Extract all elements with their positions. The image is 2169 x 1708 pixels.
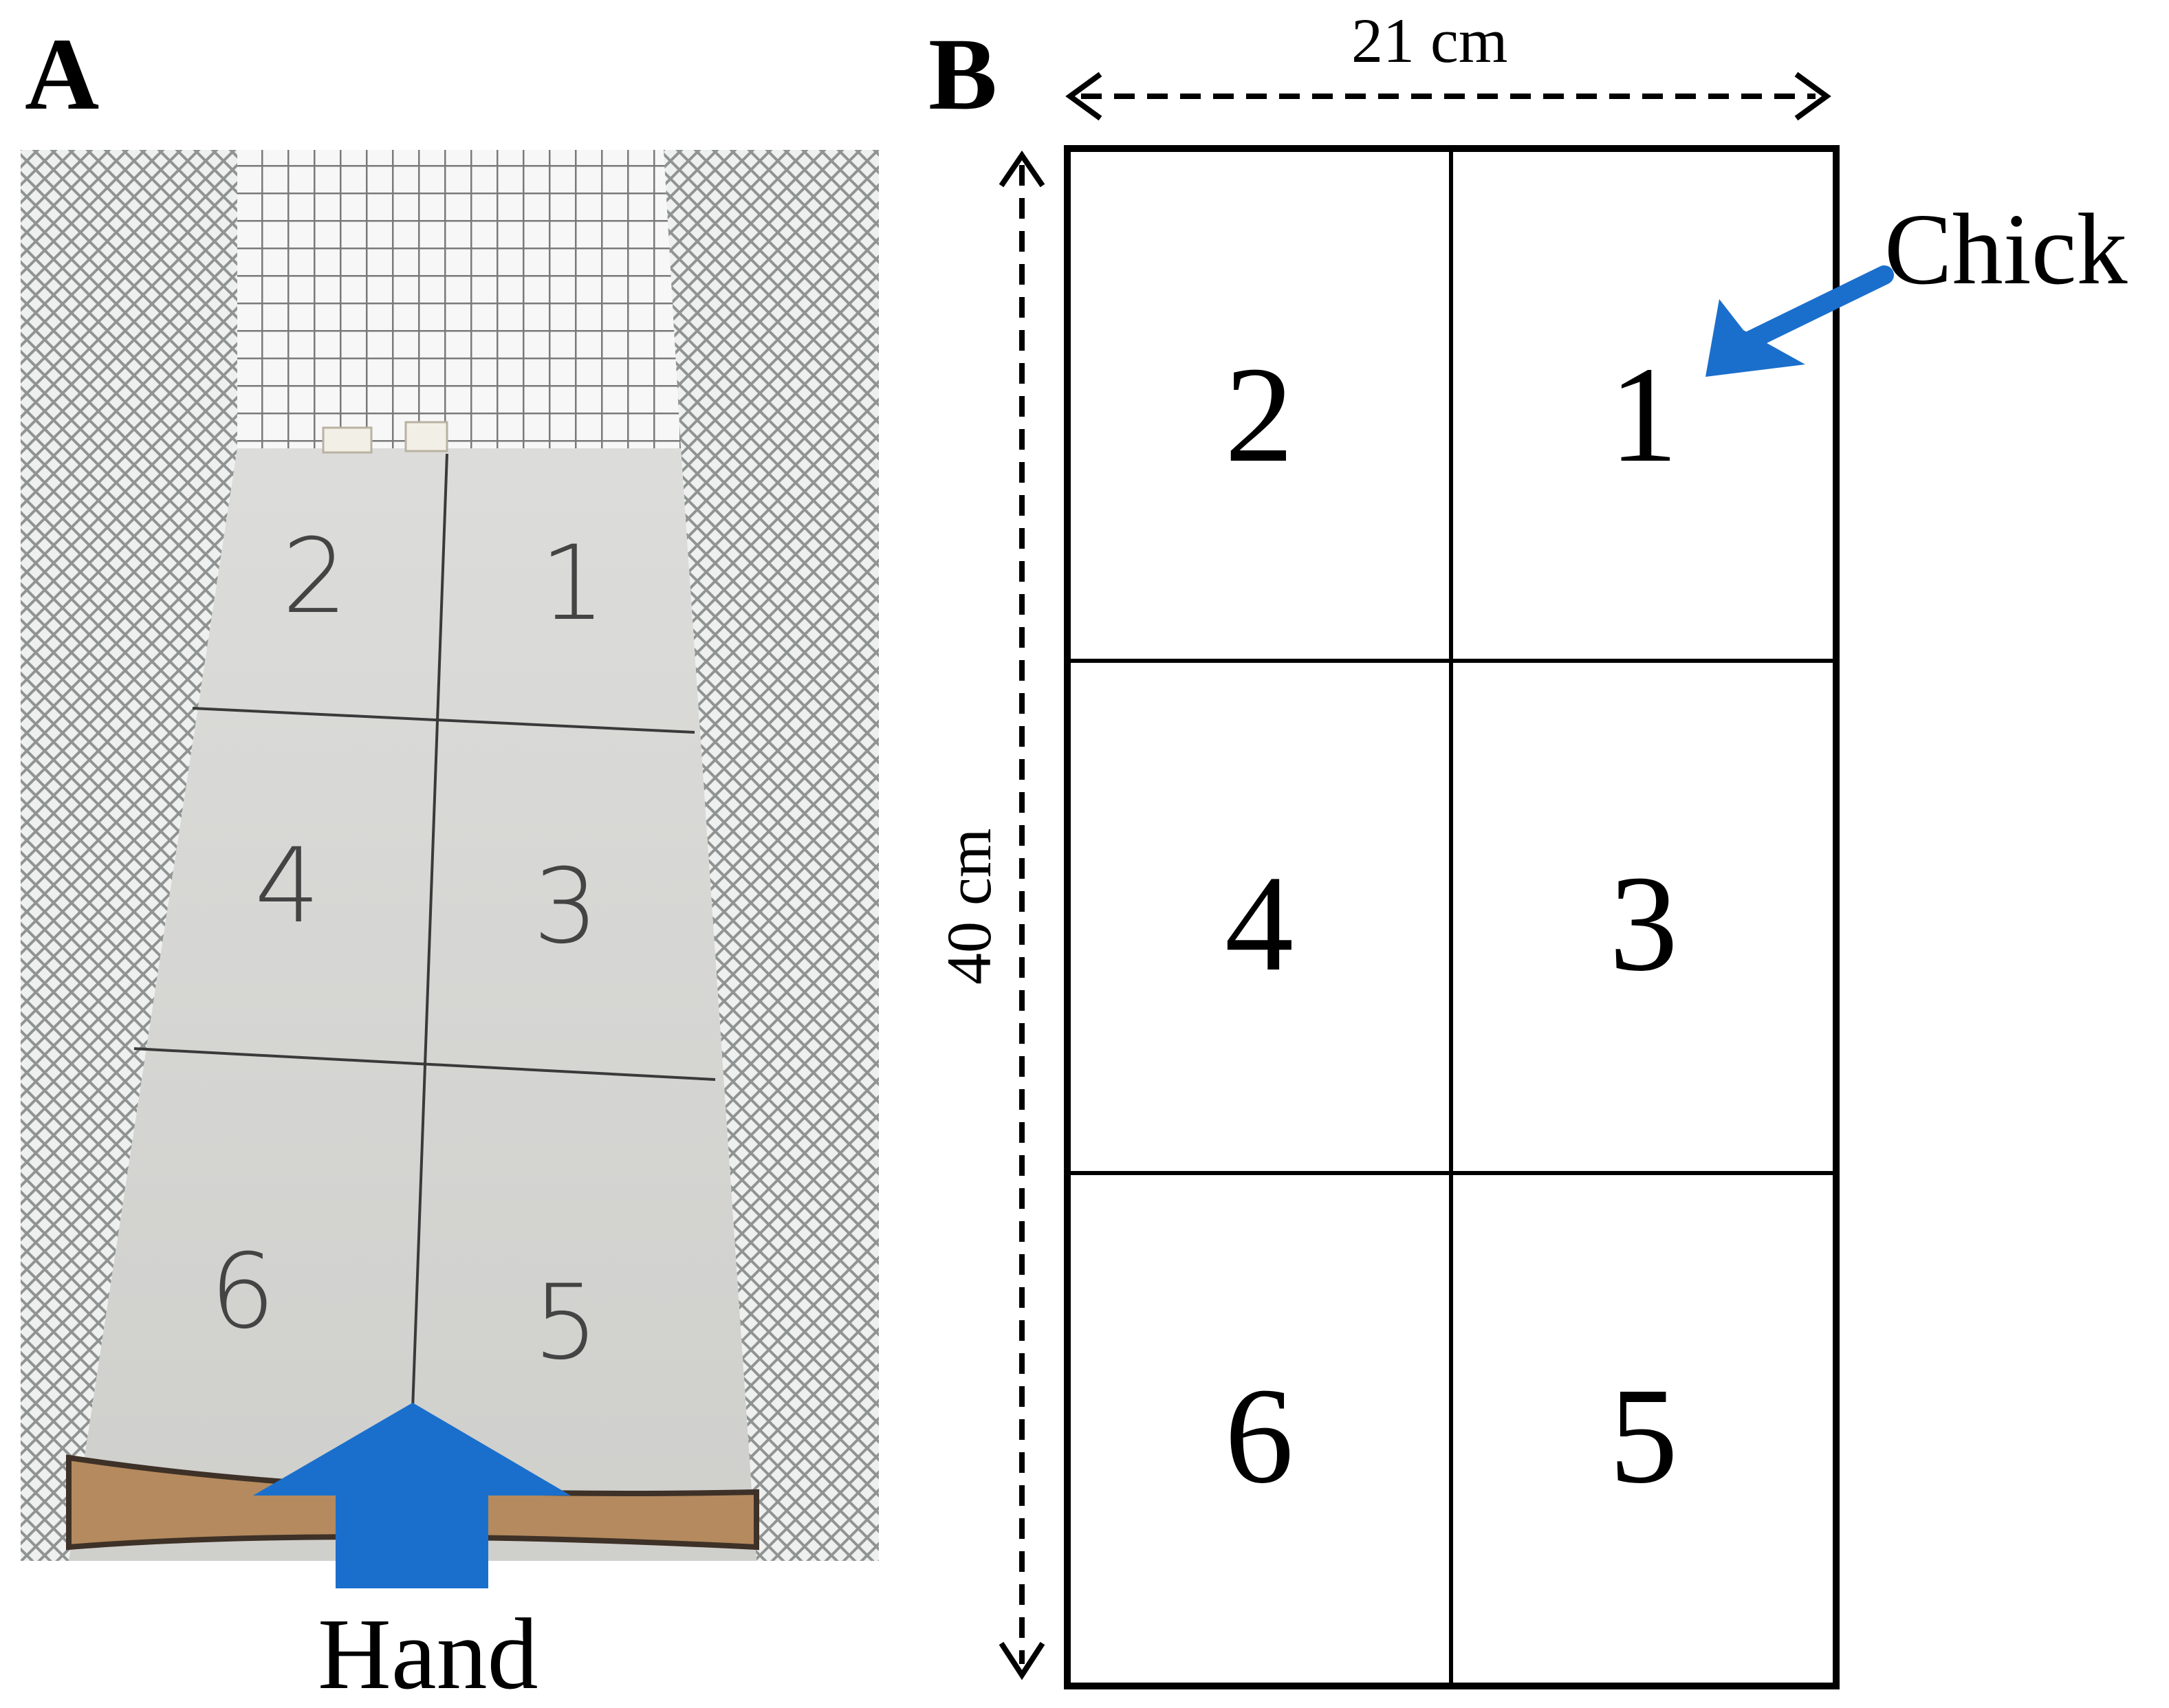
floor-line bbox=[133, 1047, 716, 1081]
floor-number-6: 6 bbox=[210, 1232, 275, 1352]
height-dimension: 40 cm bbox=[934, 150, 1045, 1680]
cage-photo: 2 1 4 3 6 5 bbox=[21, 150, 879, 1561]
cage-right-wall bbox=[664, 150, 879, 1561]
panel-letter-a: A bbox=[25, 17, 99, 131]
floor-line bbox=[411, 453, 448, 1410]
floor-number-3: 3 bbox=[533, 847, 598, 967]
hand-label: Hand bbox=[318, 1598, 538, 1708]
floor-number-4: 4 bbox=[254, 826, 320, 946]
cell-number-1: 1 bbox=[1609, 339, 1678, 491]
chick-arrow-shaft bbox=[1734, 265, 1894, 353]
tape-piece bbox=[322, 426, 373, 454]
arena-grid: 2 1 4 3 6 5 bbox=[1064, 145, 1840, 1689]
tape-piece bbox=[404, 421, 448, 452]
cell-number-5: 5 bbox=[1609, 1360, 1678, 1512]
floor-number-2: 2 bbox=[282, 517, 347, 637]
panel-letter-b: B bbox=[928, 17, 997, 131]
height-label: 40 cm bbox=[934, 829, 1004, 985]
floor-line bbox=[192, 707, 695, 734]
cage-left-wall bbox=[21, 150, 237, 1561]
floor-number-5: 5 bbox=[533, 1263, 598, 1383]
hand-arrow-icon bbox=[253, 1403, 571, 1588]
cell-number-2: 2 bbox=[1225, 339, 1294, 491]
width-dimension: 21 cm bbox=[1065, 6, 1831, 121]
floor-number-1: 1 bbox=[540, 524, 605, 644]
chick-label: Chick bbox=[1884, 193, 2128, 306]
cell-number-6: 6 bbox=[1225, 1360, 1294, 1512]
width-label: 21 cm bbox=[1351, 6, 1507, 76]
chick-arrow-icon bbox=[1705, 299, 1805, 377]
cell-number-4: 4 bbox=[1225, 848, 1294, 1000]
chick-callout: Chick bbox=[1705, 193, 2128, 377]
cell-number-3: 3 bbox=[1609, 848, 1678, 1000]
